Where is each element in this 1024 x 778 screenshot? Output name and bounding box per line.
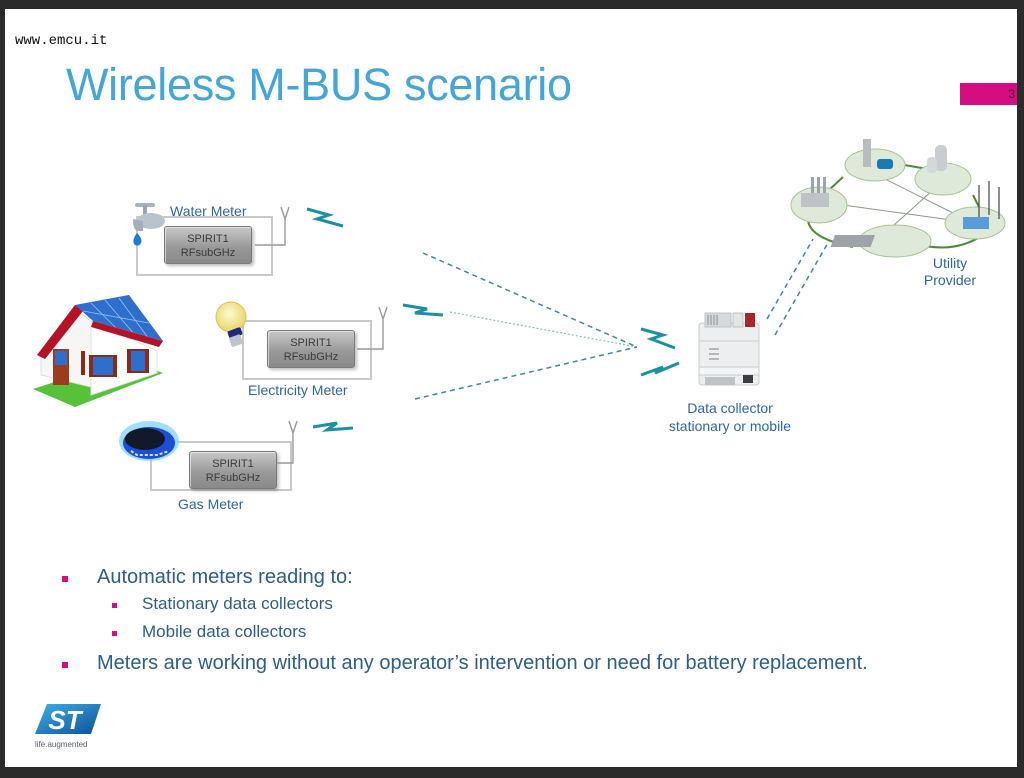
gas-meter-chip: SPIRIT1 RFsubGHz xyxy=(189,451,277,489)
bullet-item: Automatic meters reading to: xyxy=(97,566,353,588)
water-tap-icon xyxy=(133,203,165,246)
utility-label-line-1: Utility xyxy=(932,255,968,271)
gas-meter-frame xyxy=(150,441,292,491)
chip-line-1: SPIRIT1 xyxy=(212,458,254,470)
bullet-item: Meters are working without any operator’… xyxy=(97,652,868,674)
chip-line-2: RFsubGHz xyxy=(180,247,236,259)
chip-line-1: SPIRIT1 xyxy=(187,233,229,245)
data-collector-label: Data collector stationary or mobile xyxy=(645,399,815,435)
signal-bolt-icon xyxy=(402,303,444,317)
uplink-line-2 xyxy=(774,240,830,336)
antenna-icon xyxy=(277,420,298,464)
bullet-marker xyxy=(112,631,117,636)
water-meter-label: Water Meter xyxy=(170,203,247,219)
utility-provider-label: Utility Provider xyxy=(905,255,995,289)
st-logo: ST life.augmented xyxy=(35,702,101,749)
electricity-link-line xyxy=(449,311,638,348)
bullet-item: Stationary data collectors xyxy=(142,594,333,613)
st-logo-tagline: life.augmented xyxy=(35,740,88,749)
bullet-item: Mobile data collectors xyxy=(142,622,307,641)
gas-meter-label: Gas Meter xyxy=(178,496,244,512)
diagram-lines xyxy=(306,207,830,432)
chip-line-1: SPIRIT1 xyxy=(290,337,332,349)
gas-burner-icon xyxy=(119,421,179,461)
electricity-meter-frame xyxy=(242,320,372,380)
st-logo-mark: ST xyxy=(48,705,83,735)
electricity-meter-chip: SPIRIT1 RFsubGHz xyxy=(267,330,355,368)
bullet-marker xyxy=(112,603,117,608)
bullet-marker xyxy=(62,576,68,582)
bullet-marker xyxy=(62,662,68,668)
site-url: www.emcu.it xyxy=(15,33,108,49)
signal-bolt-icon xyxy=(312,421,354,432)
utility-label-line-2: Provider xyxy=(923,272,977,288)
data-collector-label-line-2: stationary or mobile xyxy=(668,418,792,434)
signal-bolt-icon xyxy=(640,361,680,377)
water-meter-frame xyxy=(136,216,273,276)
gas-link-line xyxy=(414,346,638,400)
chip-line-2: RFsubGHz xyxy=(283,351,339,363)
data-collector-label-line-1: Data collector xyxy=(687,400,773,416)
antenna-icon xyxy=(255,206,290,246)
slide-title: Wireless M-BUS scenario xyxy=(66,59,572,110)
signal-bolt-icon xyxy=(640,327,676,350)
house-with-solar-panels-icon xyxy=(33,295,163,407)
chip-line-2: RFsubGHz xyxy=(205,472,261,484)
signal-bolt-icon xyxy=(306,207,344,228)
uplink-line-1 xyxy=(766,238,814,320)
page-number-badge: 3 xyxy=(960,83,1017,105)
slide: www.emcu.it Wireless M-BUS scenario 3 xyxy=(5,9,1017,767)
antenna-icon xyxy=(357,306,388,350)
light-bulb-icon xyxy=(215,301,247,347)
water-link-line xyxy=(422,252,638,348)
water-meter-chip: SPIRIT1 RFsubGHz xyxy=(164,226,252,264)
st-logo-icon: ST xyxy=(35,704,101,735)
utility-grid-network-icon xyxy=(790,139,1006,258)
electricity-meter-label: Electricity Meter xyxy=(248,382,348,398)
data-collector-device-icon xyxy=(698,312,760,386)
